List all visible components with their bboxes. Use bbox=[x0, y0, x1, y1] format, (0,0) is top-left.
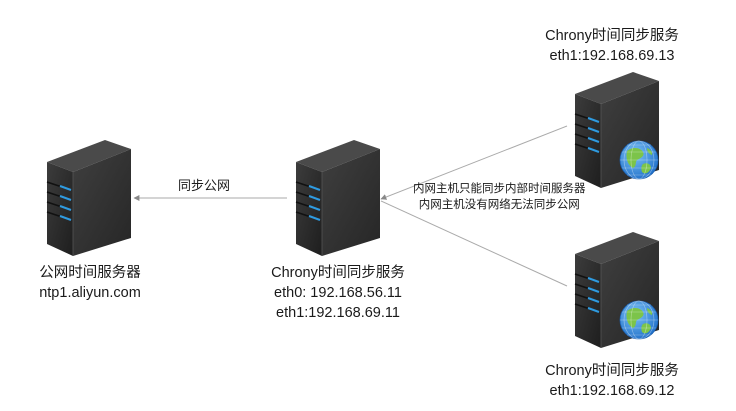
edge-label-sync-public: 同步公网 bbox=[178, 176, 231, 196]
edge-label-internal: 内网主机只能同步内部时间服务器 内网主机没有网络无法同步公网 bbox=[413, 181, 586, 213]
node-address: ntp1.aliyun.com bbox=[39, 285, 141, 301]
node-label-public: 公网时间服务器 ntp1.aliyun.com bbox=[25, 263, 155, 303]
globe-icon-12 bbox=[619, 300, 659, 340]
node-label-chrony-main: Chrony时间同步服务 eth0: 192.168.56.11 eth1:19… bbox=[258, 263, 418, 323]
node-eth0: eth0: 192.168.56.11 bbox=[274, 285, 402, 301]
node-eth1: eth1:192.168.69.11 bbox=[276, 305, 400, 321]
node-label-chrony-13: Chrony时间同步服务 eth1:192.168.69.13 bbox=[532, 26, 692, 66]
node-title: 公网时间服务器 bbox=[39, 265, 141, 281]
server-icon-chrony-main[interactable] bbox=[295, 139, 381, 257]
edge-label-internal-line1: 内网主机只能同步内部时间服务器 bbox=[413, 183, 586, 195]
edge-internal-13 bbox=[380, 125, 568, 200]
node-eth1: eth1:192.168.69.13 bbox=[549, 48, 675, 64]
globe-icon-13 bbox=[619, 140, 659, 180]
edge-label-internal-line2: 内网主机没有网络无法同步公网 bbox=[418, 199, 580, 211]
node-eth1: eth1:192.168.69.12 bbox=[549, 383, 675, 399]
node-title: Chrony时间同步服务 bbox=[545, 363, 679, 379]
node-title: Chrony时间同步服务 bbox=[271, 265, 405, 281]
node-label-chrony-12: Chrony时间同步服务 eth1:192.168.69.12 bbox=[532, 361, 692, 401]
server-icon-public[interactable] bbox=[46, 139, 132, 257]
edge-internal-12 bbox=[380, 200, 568, 287]
node-title: Chrony时间同步服务 bbox=[545, 28, 679, 44]
